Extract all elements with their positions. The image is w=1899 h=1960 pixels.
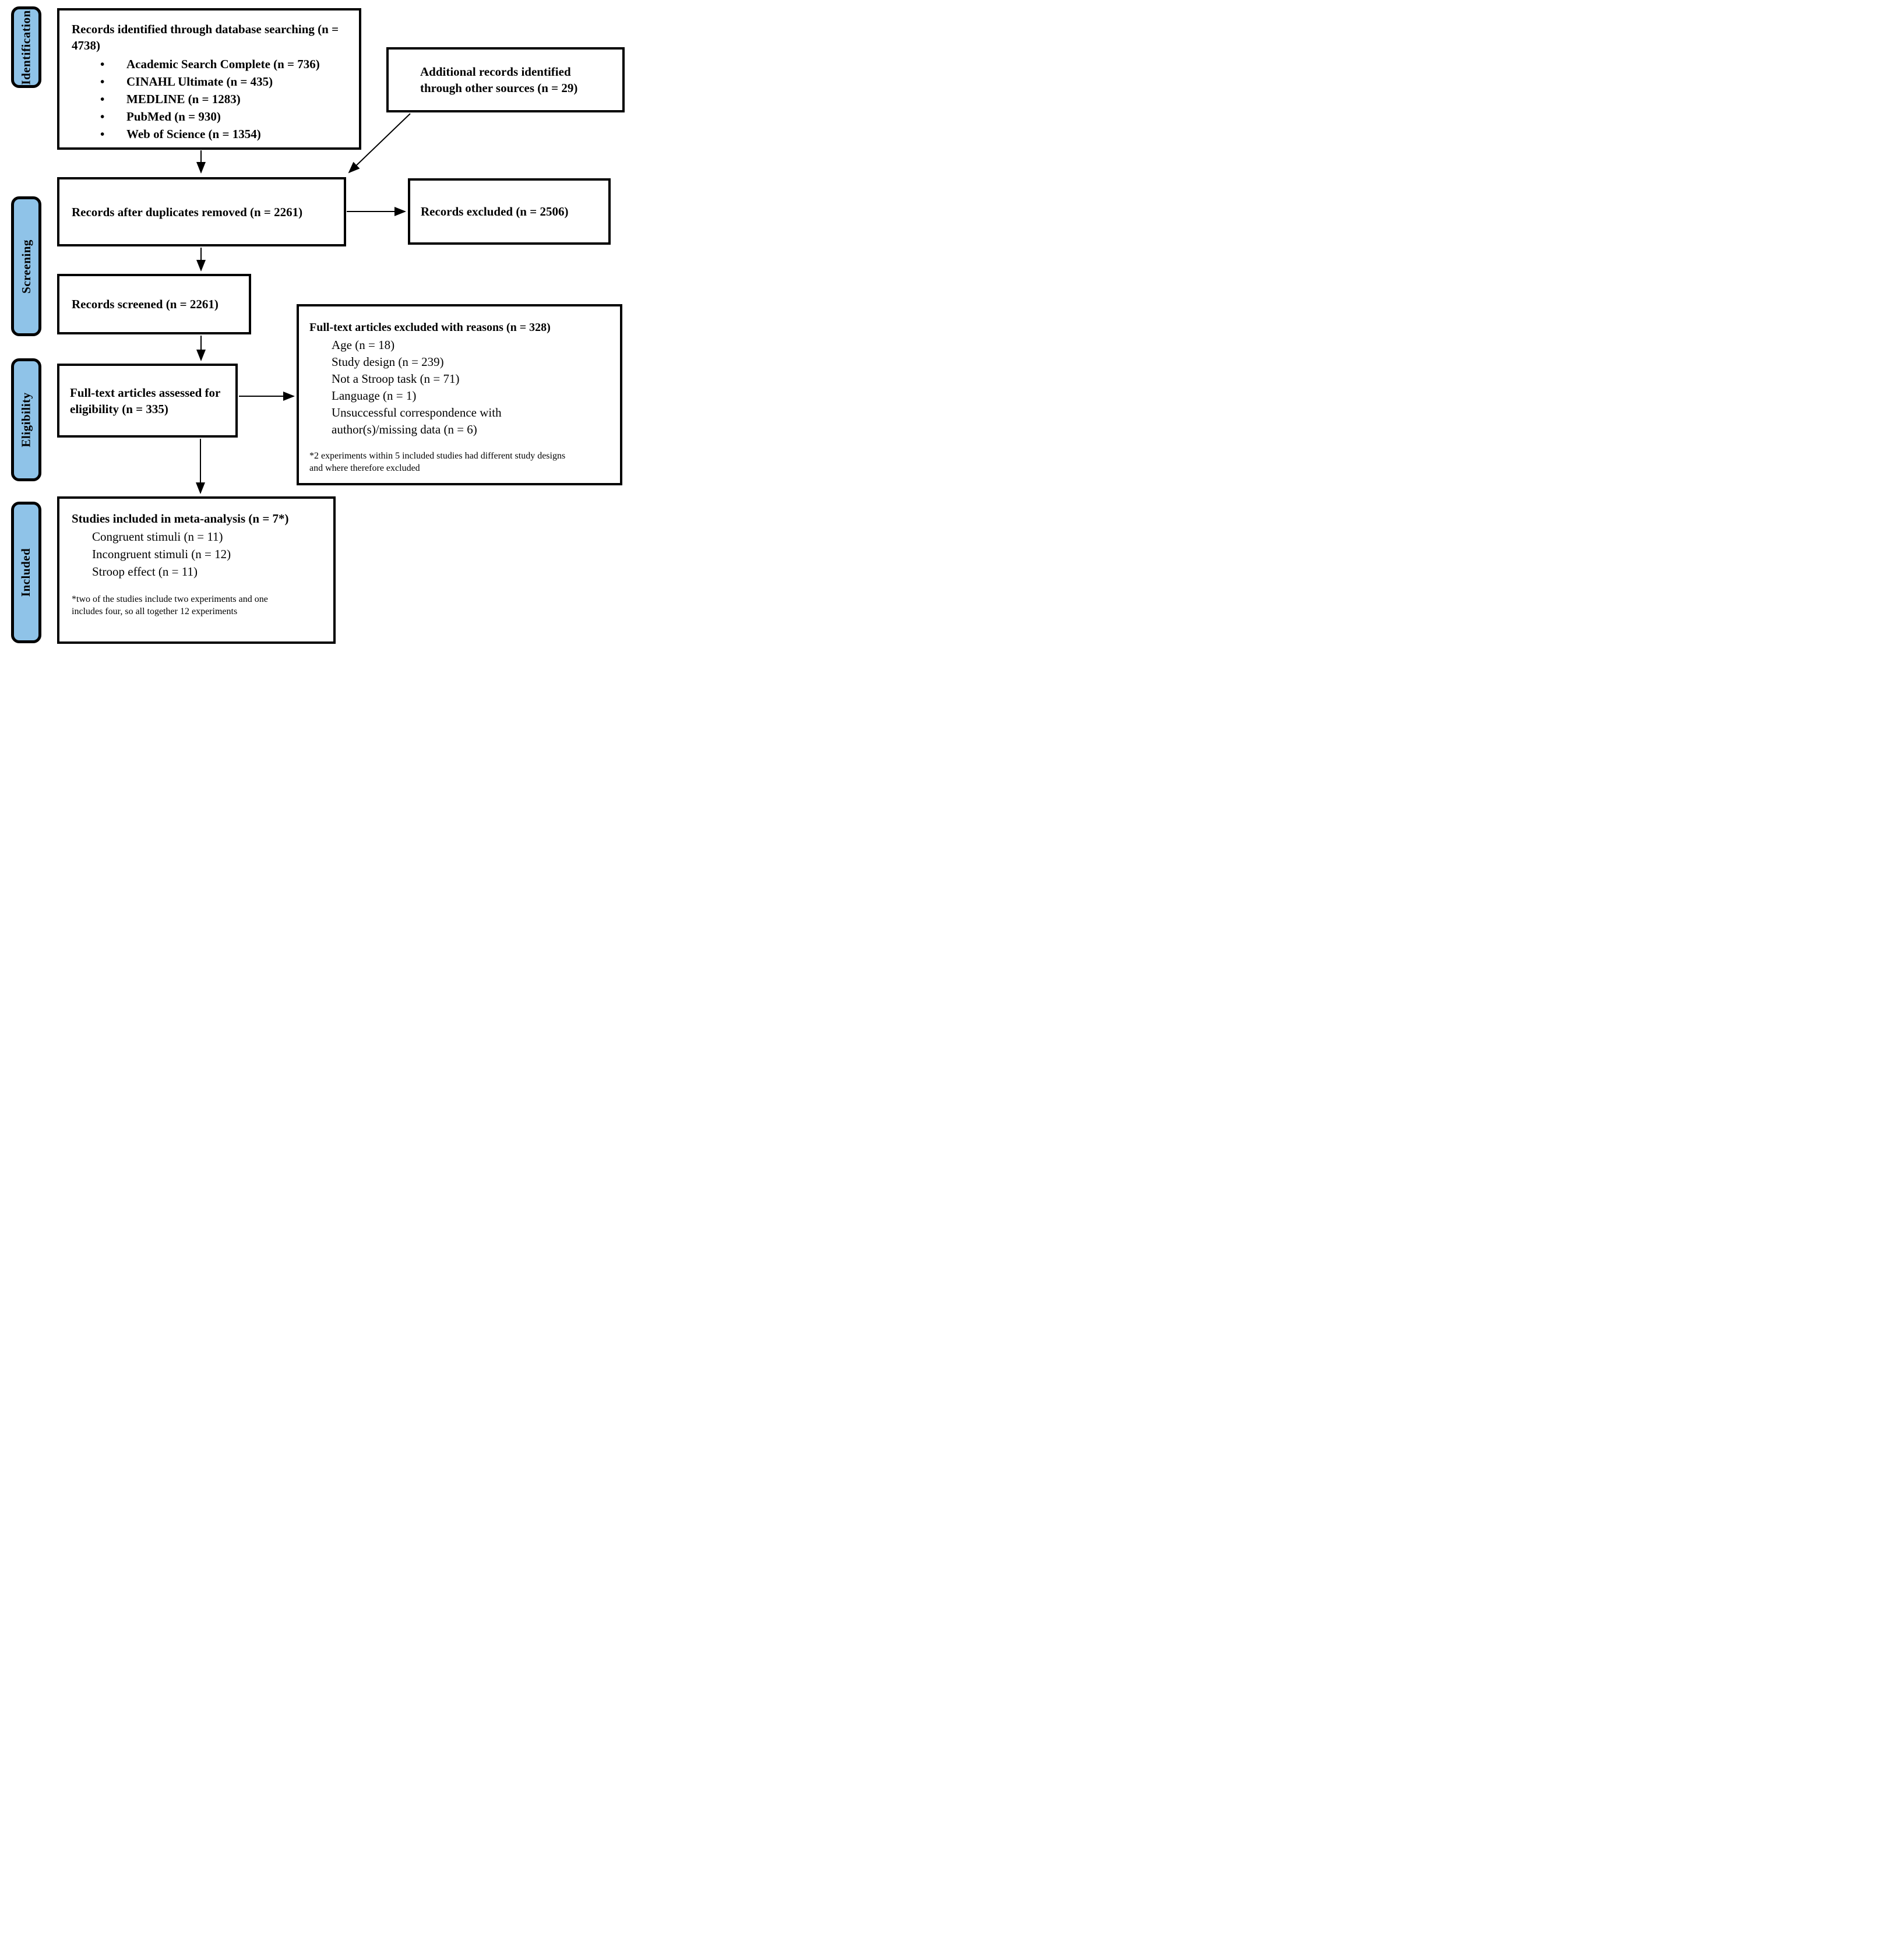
list-item: Age (n = 18) (332, 338, 395, 352)
list-item: • Academic Search Complete (n = 736) (72, 55, 359, 73)
duplicates-removed-title: Records after duplicates removed (n = 22… (72, 205, 303, 219)
list-item: Language (n = 1) (332, 389, 417, 403)
studies-included-title: Studies included in meta-analysis (n = 7… (72, 512, 289, 526)
stage-eligibility: Eligibility (11, 358, 41, 481)
bullet-icon: • (100, 57, 105, 71)
stage-included: Included (11, 502, 41, 643)
bullet-icon: • (100, 92, 105, 106)
box-studies-included: Studies included in meta-analysis (n = 7… (57, 496, 336, 644)
database-list: • Academic Search Complete (n = 736) • CIN… (72, 55, 359, 143)
stage-screening: Screening (11, 196, 41, 336)
box-fulltext-excluded: Full-text articles excluded with reasons… (297, 304, 622, 485)
stage-identification: Identification (11, 6, 41, 88)
box-duplicates-removed: Records after duplicates removed (n = 22… (57, 177, 346, 246)
fulltext-excluded-title: Full-text articles excluded with reasons… (309, 321, 551, 334)
box-records-identified: Records identified through database sear… (57, 8, 361, 150)
box-fulltext-assessed: Full-text articles assessed for eligibil… (57, 364, 238, 438)
bullet-icon: • (100, 75, 105, 89)
included-footnote: *two of the studies include two experime… (72, 594, 268, 616)
records-excluded-title: Records excluded (n = 2506) (421, 205, 569, 218)
records-screened-title: Records screened (n = 2261) (72, 297, 219, 311)
box-records-screened: Records screened (n = 2261) (57, 274, 251, 334)
database-item-label: CINAHL Ultimate (n = 435) (126, 75, 273, 89)
box-records-excluded: Records excluded (n = 2506) (408, 178, 611, 245)
list-item: Unsuccessful correspondence with author(… (332, 406, 502, 436)
box-additional-records: Additional records identified through ot… (386, 47, 625, 112)
list-item: • PubMed (n = 930) (72, 108, 359, 125)
stage-label-screening: Screening (19, 239, 33, 294)
database-item-label: Web of Science (n = 1354) (126, 127, 261, 141)
included-items-list: Congruent stimuli (n = 11) Incongruent s… (72, 528, 325, 580)
fulltext-assessed-title: Full-text articles assessed for eligibil… (70, 385, 220, 416)
bullet-icon: • (100, 127, 105, 141)
records-identified-title: Records identified through database sear… (72, 22, 339, 52)
database-item-label: PubMed (n = 930) (126, 110, 221, 124)
exclusion-reasons-list: Age (n = 18) Study design (n = 239) Not … (309, 337, 513, 438)
list-item: Not a Stroop task (n = 71) (332, 372, 460, 386)
exclusion-footnote: *2 experiments within 5 included studies… (309, 451, 566, 473)
list-item: Incongruent stimuli (n = 12) (92, 547, 231, 561)
database-item-label: Academic Search Complete (n = 736) (126, 57, 320, 71)
stage-label-included: Included (19, 548, 33, 597)
list-item: Congruent stimuli (n = 11) (92, 530, 223, 544)
prisma-flow-diagram: Identification Screening Eligibility Inc… (0, 0, 633, 653)
list-item: • Web of Science (n = 1354) (72, 125, 359, 143)
bullet-icon: • (100, 110, 105, 124)
additional-records-title: Additional records identified through ot… (420, 65, 578, 95)
list-item: Stroop effect (n = 11) (92, 565, 198, 579)
list-item: Study design (n = 239) (332, 355, 444, 369)
stage-label-eligibility: Eligibility (19, 392, 33, 447)
list-item: • MEDLINE (n = 1283) (72, 90, 359, 108)
stage-label-identification: Identification (19, 9, 33, 85)
database-item-label: MEDLINE (n = 1283) (126, 92, 241, 106)
list-item: • CINAHL Ultimate (n = 435) (72, 73, 359, 90)
